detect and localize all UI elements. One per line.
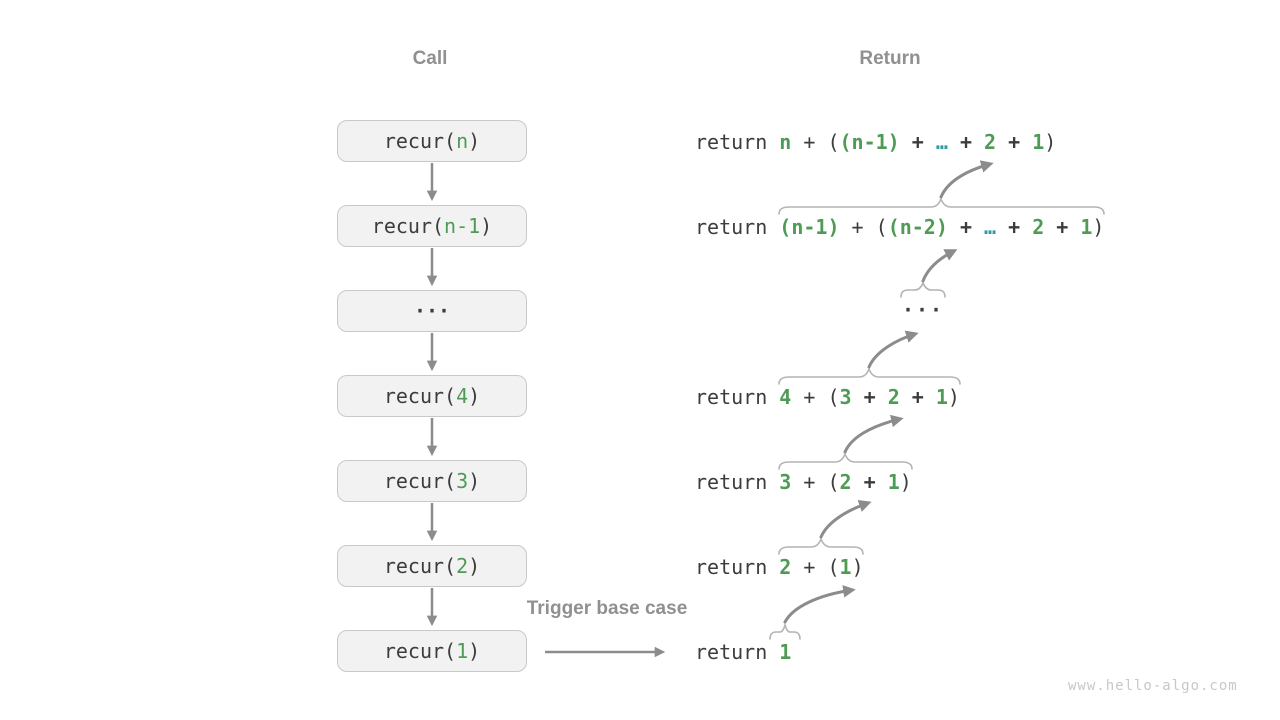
return-line-2: return 2 + (1) <box>695 555 864 579</box>
call-box-ellipsis: ··· <box>337 290 527 332</box>
return-arrow-2-to-1 <box>939 160 994 199</box>
return-line-3: return 3 + (2 + 1) <box>695 470 912 494</box>
call-box-recur-4: recur(4) <box>337 375 527 417</box>
brace-return-n-1 <box>778 196 1105 215</box>
return-column-header: Return <box>859 48 921 69</box>
brace-return-2 <box>778 536 864 555</box>
return-line-ellipsis: ··· <box>901 298 945 322</box>
return-line-4: return 4 + (3 + 2 + 1) <box>695 385 960 409</box>
trigger-base-case-label: Trigger base case <box>526 598 688 619</box>
call-box-recur-n-1: recur(n-1) <box>337 205 527 247</box>
return-arrow-mid-to-2 <box>921 249 958 283</box>
brace-return-3 <box>778 451 913 470</box>
brace-return-4 <box>778 366 961 385</box>
call-box-recur-3: recur(3) <box>337 460 527 502</box>
call-column-header: Call <box>412 48 448 69</box>
return-line-1: return 1 <box>695 640 792 664</box>
call-box-recur-1: recur(1) <box>337 630 527 672</box>
return-arrow-4-to-mid <box>867 330 919 369</box>
return-arrow-3-to-4 <box>843 414 904 454</box>
brace-return-ellipsis <box>900 280 946 298</box>
return-line-n-1: return (n-1) + ((n-2) + … + 2 + 1) <box>695 215 1105 239</box>
brace-return-1 <box>769 622 801 640</box>
call-box-recur-2: recur(2) <box>337 545 527 587</box>
watermark: www.hello-algo.com <box>1068 678 1238 694</box>
return-arrow-2b-to-3 <box>819 499 872 539</box>
call-box-recur-n: recur(n) <box>337 120 527 162</box>
return-line-n: return n + ((n-1) + … + 2 + 1) <box>695 130 1057 154</box>
return-arrow-1-to-2 <box>783 585 856 624</box>
